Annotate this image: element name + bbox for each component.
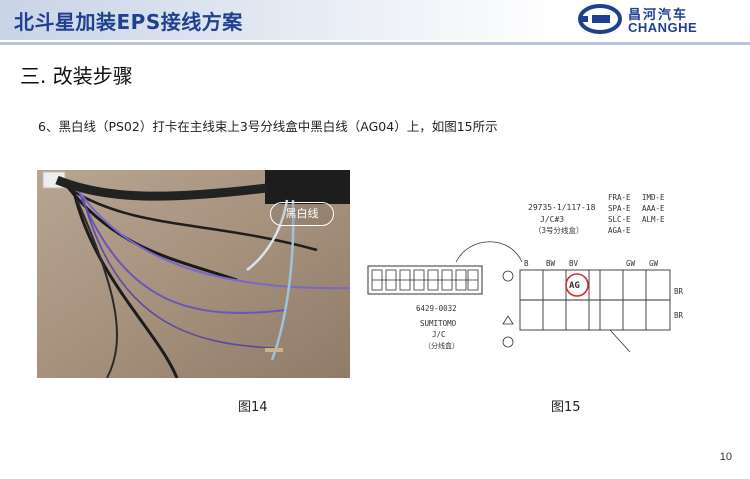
slide-title: 北斗星加装EPS接线方案 bbox=[14, 10, 243, 34]
changhe-logo-icon bbox=[578, 4, 622, 34]
header-divider bbox=[0, 42, 750, 45]
marker-circle-2 bbox=[502, 336, 514, 348]
slide-header: 北斗星加装EPS接线方案 昌河汽车 CHANGHE bbox=[0, 0, 750, 40]
brand-name-cn: 昌河汽车 bbox=[628, 8, 689, 23]
left-connector-outline bbox=[367, 265, 483, 295]
leader-line bbox=[609, 329, 631, 353]
connection-arrow bbox=[455, 241, 523, 263]
diagram-spa-label: SPA-E bbox=[608, 204, 631, 213]
page-number: 10 bbox=[719, 451, 732, 463]
col-label-gw: GW bbox=[626, 259, 636, 268]
row-label-br: BR bbox=[674, 287, 684, 296]
diagram-part-number: 29735-1/117-18 bbox=[528, 203, 596, 212]
col-label-b: B bbox=[524, 259, 529, 268]
marker-circle-1 bbox=[502, 270, 514, 282]
step-instruction: 6、黑白线（PS02）打卡在主线束上3号分线盒中黑白线（AG04）上，如图15所… bbox=[38, 119, 498, 134]
left-connector-pins bbox=[371, 269, 479, 291]
diagram-jc-label: J/C#3 bbox=[540, 215, 564, 224]
diagram-spa-value: AAA-E bbox=[642, 204, 665, 213]
brand-name-en: CHANGHE bbox=[628, 20, 698, 35]
left-connector-note: （分线盒） bbox=[424, 341, 459, 350]
right-connector-grid bbox=[519, 269, 671, 331]
wire-photo-image bbox=[37, 170, 350, 378]
col-label-bv: BV bbox=[569, 259, 579, 268]
left-connector-part: 6429-0032 bbox=[416, 304, 457, 313]
black-white-wire-label: 黑白线 bbox=[270, 202, 334, 226]
diagram-aga-label: AGA-E bbox=[608, 226, 631, 235]
figure-15-diagram: 29735-1/117-18 J/C#3 （3号分线盒） FRA-E IMD-E… bbox=[367, 193, 684, 353]
diagram-jc-note: （3号分线盒） bbox=[534, 225, 584, 235]
section-title: 三. 改装步骤 bbox=[20, 64, 133, 88]
left-connector-jc: J/C bbox=[432, 330, 446, 339]
figure-15-caption: 图15 bbox=[551, 400, 581, 415]
diagram-fra-value: IMD-E bbox=[642, 193, 665, 202]
diagram-slc-label: SLC-E bbox=[608, 215, 631, 224]
left-connector-maker: SUMITOMO bbox=[420, 319, 457, 328]
diagram-fra-label: FRA-E bbox=[608, 193, 631, 202]
diagram-slc-value: ALM-E bbox=[642, 215, 665, 224]
ag04-cell-label: AG bbox=[569, 281, 580, 291]
ag04-highlight-circle bbox=[565, 273, 589, 297]
row-label-br-2: BR bbox=[674, 311, 684, 320]
figure-14-caption: 图14 bbox=[238, 400, 268, 415]
col-label-gw-2: GW bbox=[649, 259, 659, 268]
warning-triangle-icon bbox=[502, 315, 514, 325]
figure-14-photo: 黑白线 bbox=[37, 170, 350, 378]
col-label-bw: BW bbox=[546, 259, 556, 268]
brand-logo-group: 昌河汽车 CHANGHE bbox=[578, 4, 738, 36]
